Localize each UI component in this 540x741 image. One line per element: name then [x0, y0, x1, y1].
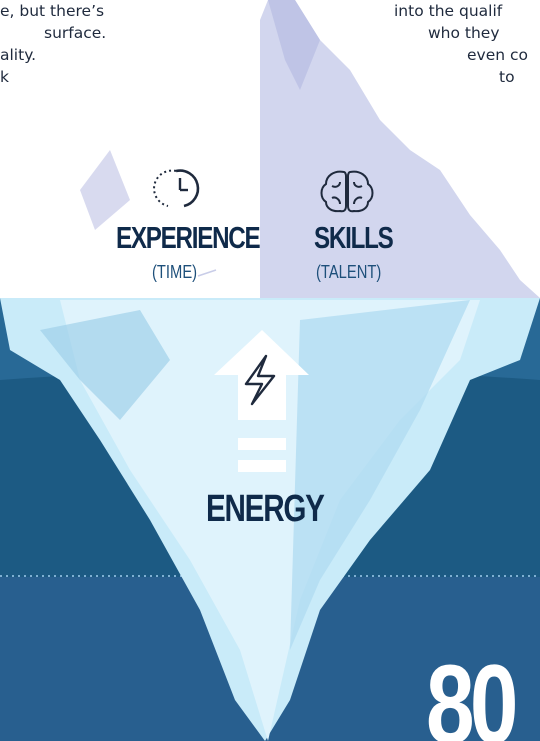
clock-icon: [153, 169, 200, 208]
lightning-icon: [244, 354, 276, 406]
experience-heading: EXPERIENCE: [116, 220, 261, 255]
intro-right-line-1: into the qualif: [394, 2, 503, 20]
intro-right-line-4: to: [499, 68, 515, 86]
experience-subheading: (TIME): [152, 262, 198, 282]
intro-left-line-1: e, but there’s: [0, 2, 105, 20]
skills-heading: SKILLS: [314, 220, 394, 255]
intro-left-line-4: k: [0, 68, 9, 86]
intro-right-line-2: who they: [428, 24, 500, 42]
skills-subheading: (TALENT): [316, 262, 382, 282]
arrow-bar-2: [238, 460, 286, 472]
brain-icon: [320, 170, 374, 213]
peak-shade-left: [80, 150, 130, 230]
intro-left-line-2: surface.: [44, 24, 107, 42]
underwater-ice-shade: [290, 300, 470, 650]
big-statistic: 80: [426, 642, 518, 741]
peak-shade-top: [268, 0, 320, 90]
underwater-ice-facet: [40, 310, 170, 420]
intro-left-line-3: ality.: [0, 46, 37, 64]
peak-shade: [260, 0, 540, 298]
arrow-bar-1: [238, 438, 286, 450]
intro-right-line-3: even co: [467, 46, 529, 64]
energy-heading: ENERGY: [206, 488, 325, 530]
ice-shard-line: [197, 269, 217, 277]
